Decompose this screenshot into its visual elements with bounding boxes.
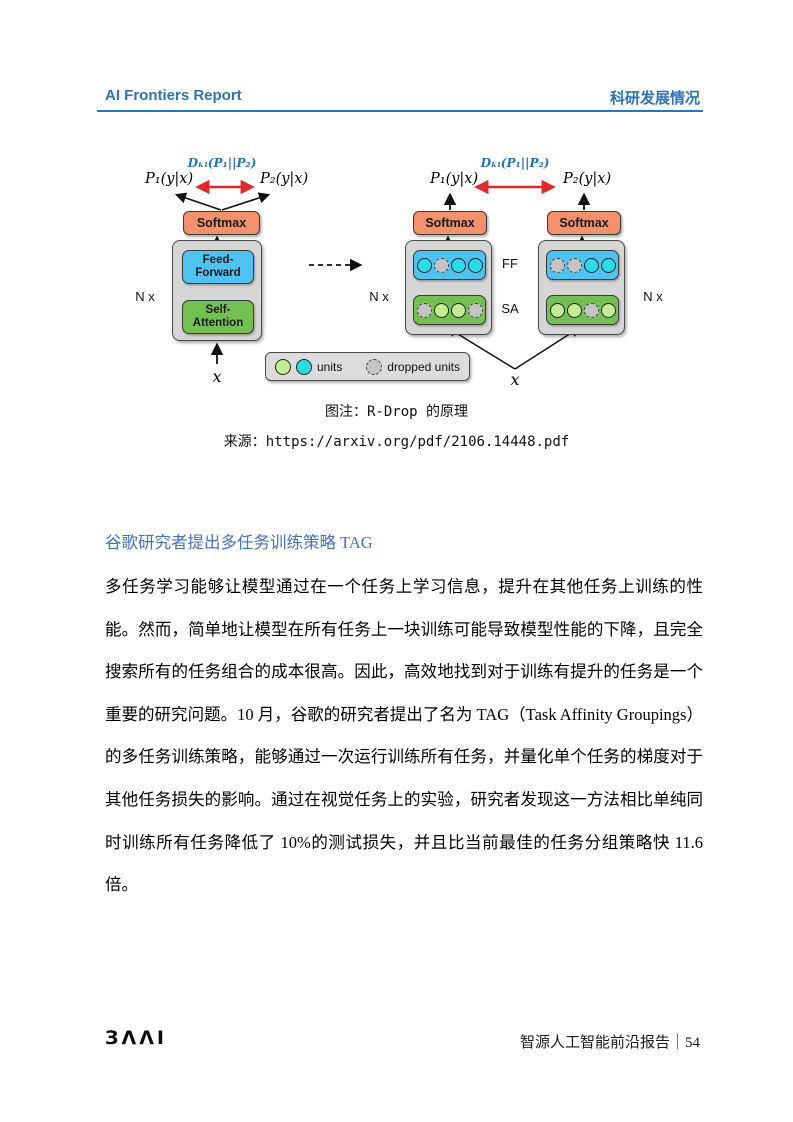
sa-units-row-tower-a: [413, 295, 486, 325]
sa-units-row-tower-b: [546, 295, 619, 325]
body-paragraph: 多任务学习能够让模型通过在一个任务上学习信息，提升在其他任务上训练的性能。然而，…: [105, 577, 703, 895]
figure-source-url: 来源：https://arxiv.org/pdf/2106.14448.pdf: [223, 434, 570, 450]
unit-green-legend-icon: [275, 358, 291, 375]
dropped-unit-circle: [433, 257, 449, 273]
kl-divergence-label-left: Dₖₗ(P₁||P₂): [187, 156, 257, 170]
unit-circle: [549, 302, 565, 318]
header-divider: [97, 110, 703, 112]
figure-caption: 图注：R-Drop 的原理: [324, 404, 468, 420]
figure-legend: units dropped units: [265, 352, 470, 381]
transformer-block-left: Feed-Forward Self-Attention: [172, 240, 262, 341]
header-section-title: 科研发展情况: [609, 90, 700, 107]
legend-dropped-units-label: dropped units: [387, 359, 460, 374]
unit-circle: [450, 257, 466, 273]
transformer-block-tower-b: [538, 240, 625, 335]
ff-units-row-tower-b: [546, 250, 619, 280]
unit-circle: [566, 302, 582, 318]
self-attention-box: Self-Attention: [182, 300, 254, 334]
header-report-title: AI Frontiers Report: [105, 87, 242, 104]
p1-distribution-label-right: P₁(y|x): [430, 171, 479, 187]
feed-forward-box: Feed-Forward: [182, 250, 254, 284]
transformer-block-tower-a: [405, 240, 492, 335]
unit-circle: [600, 257, 616, 273]
n-times-label-right: N x: [643, 289, 663, 304]
dropped-unit-circle: [416, 302, 432, 318]
p1-distribution-label-left: P₁(y|x): [145, 171, 194, 187]
unit-circle: [416, 257, 432, 273]
sa-layer-label: SA: [501, 301, 519, 316]
n-times-label-left: N x: [135, 289, 155, 304]
unit-cyan-legend-icon: [296, 358, 312, 375]
rdrop-diagram: Dₖₗ(P₁||P₂) P₁(y|x) P₂(y|x) Softmax Feed…: [97, 148, 703, 398]
n-times-label-middle: N x: [369, 289, 389, 304]
kl-divergence-label-right: Dₖₗ(P₁||P₂): [480, 156, 550, 170]
input-x-label-right: x: [510, 370, 520, 389]
dropped-unit-circle: [583, 302, 599, 318]
input-x-label-left: x: [212, 367, 222, 386]
legend-units-label: units: [317, 359, 343, 374]
p2-distribution-label-right: P₂(y|x): [563, 171, 612, 187]
softmax-box-left: Softmax: [183, 211, 260, 235]
dropped-unit-circle: [549, 257, 565, 273]
dropped-unit-circle: [566, 257, 582, 273]
softmax-box-tower-a: Softmax: [413, 211, 487, 235]
unit-circle: [433, 302, 449, 318]
unit-circle: [450, 302, 466, 318]
ff-layer-label: FF: [502, 256, 518, 271]
p2-distribution-label-left: P₂(y|x): [260, 171, 309, 187]
footer-page-label: 智源人工智能前沿报告｜54: [519, 1035, 700, 1051]
unit-circle: [583, 257, 599, 273]
dropped-unit-legend-icon: [366, 358, 383, 375]
section-heading: 谷歌研究者提出多任务训练策略 TAG: [105, 533, 373, 552]
unit-circle: [600, 302, 616, 318]
unit-circle: [467, 257, 483, 273]
baai-logo: ЗΛΛI: [105, 1027, 167, 1049]
softmax-box-tower-b: Softmax: [547, 211, 621, 235]
ff-units-row-tower-a: [413, 250, 486, 280]
dropped-unit-circle: [467, 302, 483, 318]
